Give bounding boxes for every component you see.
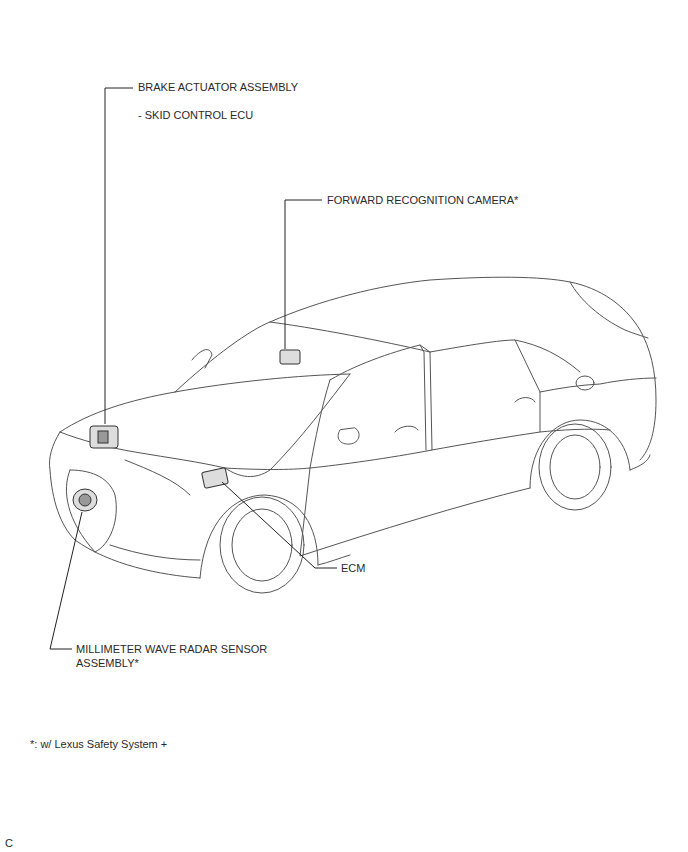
figure-code: C <box>5 836 13 850</box>
part-name: MILLIMETER WAVE RADAR SENSOR ASSEMBLY* <box>76 642 296 670</box>
part-name: BRAKE ACTUATOR ASSEMBLY <box>138 80 298 94</box>
part-name: - SKID CONTROL ECU <box>138 108 253 122</box>
part-name: FORWARD RECOGNITION CAMERA* <box>327 193 518 207</box>
footnote: *: w/ Lexus Safety System + <box>30 737 167 751</box>
part-name: ECM <box>341 561 365 575</box>
